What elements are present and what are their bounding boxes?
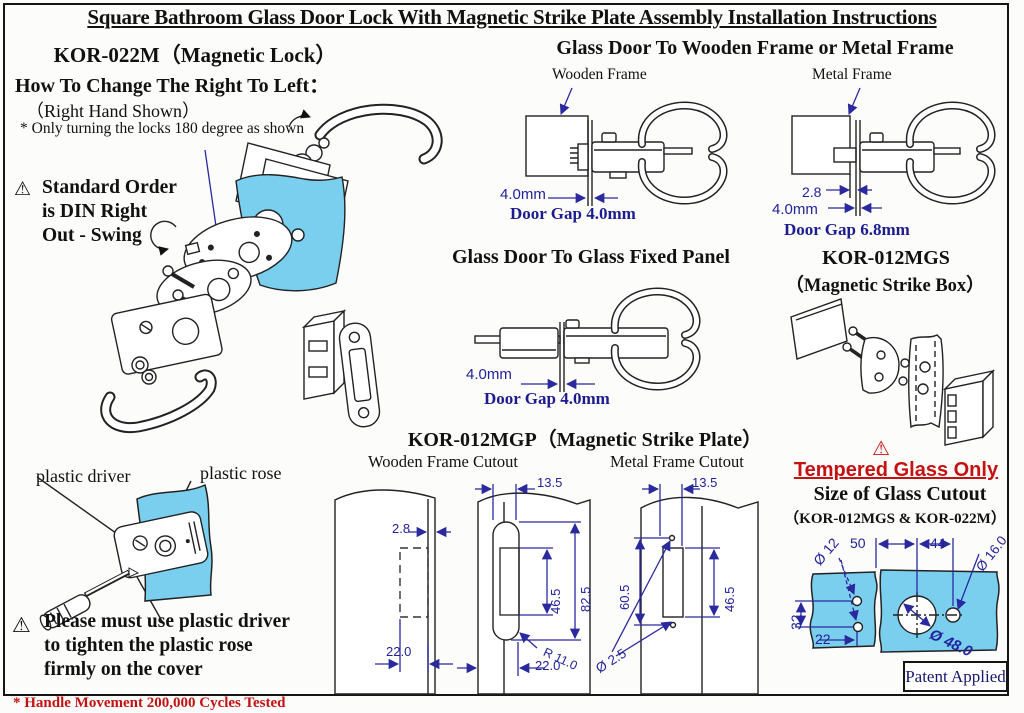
metal-gap2-dim: 4.0mm [772,201,818,218]
lock-title: KOR-022M（Magnetic Lock） [53,43,337,67]
lock-top-view [591,141,665,173]
metal-doorgap-dim: Door Gap 6.8mm [784,220,910,239]
rotate-arrow-icon [288,109,311,128]
tempered-glass-warning: Tempered Glass Only [793,459,999,481]
wc-slot-height-dim: 46.5 [548,588,563,614]
strike-plate-title: KOR-012MGP（Magnetic Strike Plate） [407,429,763,451]
standard-order-line: Out - Swing [42,225,142,246]
wooden-doorgap-dim: Door Gap 4.0mm [510,204,636,223]
plastic-warning: ⚠ Please must use plastic driver to tigh… [10,610,350,682]
standard-order-line: is DIN Right [42,201,148,222]
mc-offset-dim: 13.5 [692,475,718,490]
patent-label: Patent Applied [905,667,1006,686]
wooden-cutout-diagram [334,483,591,695]
lock-cover [113,511,209,579]
magnet-latch [303,320,335,400]
gc-spacing-a-dim: 50 [850,535,866,551]
wood-panel-side [334,489,436,695]
slot-cutout [492,521,520,641]
wc-depth-dim: 2.8 [392,521,411,536]
warning-icon: ⚠ [14,178,32,200]
lock-hand-note: （Right Hand Shown） [26,101,201,121]
strike-box-diagram [790,298,996,446]
gg-doorgap-dim: Door Gap 4.0mm [484,389,610,408]
rotate-arrow-icon [150,220,177,256]
plastic-driver-label: plastic driver [36,466,131,486]
plastic-driver-diagram [36,476,213,631]
metal-frame-diagram [791,87,996,216]
warning-icon: ⚠ [12,613,31,637]
plastic-warning-line: firmly on the cover [44,659,203,680]
lock-turn-note: * Only turning the locks 180 degree as s… [20,120,305,137]
metal-cutout-label: Metal Frame Cutout [610,452,744,471]
exploded-lock-diagram [100,103,443,434]
glass-panel-title: Glass Door To Glass Fixed Panel [451,246,730,268]
metal-cutout-diagram [611,483,759,695]
gc-pair-spacing-dim: 32 [788,614,804,630]
metal-frame-profile [791,115,851,175]
metal-frame-label: Metal Frame [812,66,892,83]
wc-width-dim: 22.0 [386,644,412,659]
lock-top-view [859,141,935,173]
wc-width2-dim: 22.0 [535,658,561,673]
metal-gap1-dim: 2.8 [802,184,822,200]
glass-cutout-diagram [795,538,1000,653]
lock-body [110,293,223,375]
lock-subtitle: How To Change The Right To Left： [15,75,330,97]
frame-section-title: Glass Door To Wooden Frame or Metal Fram… [556,37,954,59]
strike-box-subtitle: （Magnetic Strike Box） [785,276,985,296]
plastic-warning-line: Please must use plastic driver [44,611,290,632]
footer-note: * Handle Movement 200,000 Cycles Tested [13,695,286,711]
standard-order-line: Standard Order [42,177,177,198]
wooden-frame-diagram [525,87,728,206]
mc-hole-spacing-dim: 60.5 [617,584,632,610]
driver-handle [39,594,91,631]
strike-plate [338,322,381,428]
mc-slot-height-dim: 46.5 [722,586,737,612]
plastic-warning-line: to tighten the plastic rose [44,635,253,656]
hidden-cutout [399,547,429,618]
standard-order-warning: ⚠ Standard Order is DIN Right Out - Swin… [14,176,224,248]
fixed-panel-clamp [499,327,559,359]
back-plate [860,336,900,394]
patent-box: Patent Applied [903,661,1008,692]
gg-gap-dim: 4.0mm [466,366,512,383]
wc-offset-dim: 13.5 [537,475,563,490]
gc-edge-offset-dim: 22 [815,631,831,647]
wooden-frame-label: Wooden Frame [552,66,647,83]
plastic-rose-label: plastic rose [200,463,282,483]
metal-panel [640,496,759,695]
page-border [3,3,1009,696]
wooden-cutout-label: Wooden Frame Cutout [368,452,518,471]
strike-box-title: KOR-012MGS [822,247,950,269]
glass-cutout-subtitle: （KOR-012MGS & KOR-022M） [784,511,1006,527]
glass-cutout-title: Size of Glass Cutout [813,483,987,505]
wooden-gap-dim: 4.0mm [500,186,546,203]
page-title: Square Bathroom Glass Door Lock With Mag… [87,5,937,29]
gc-spacing-b-dim: 44 [930,535,946,551]
slot-cutout [662,547,684,618]
cover-plate [790,298,848,360]
glass-to-glass-diagram [474,287,701,392]
glass-strip [908,334,944,429]
warning-icon: ⚠ [872,436,890,460]
